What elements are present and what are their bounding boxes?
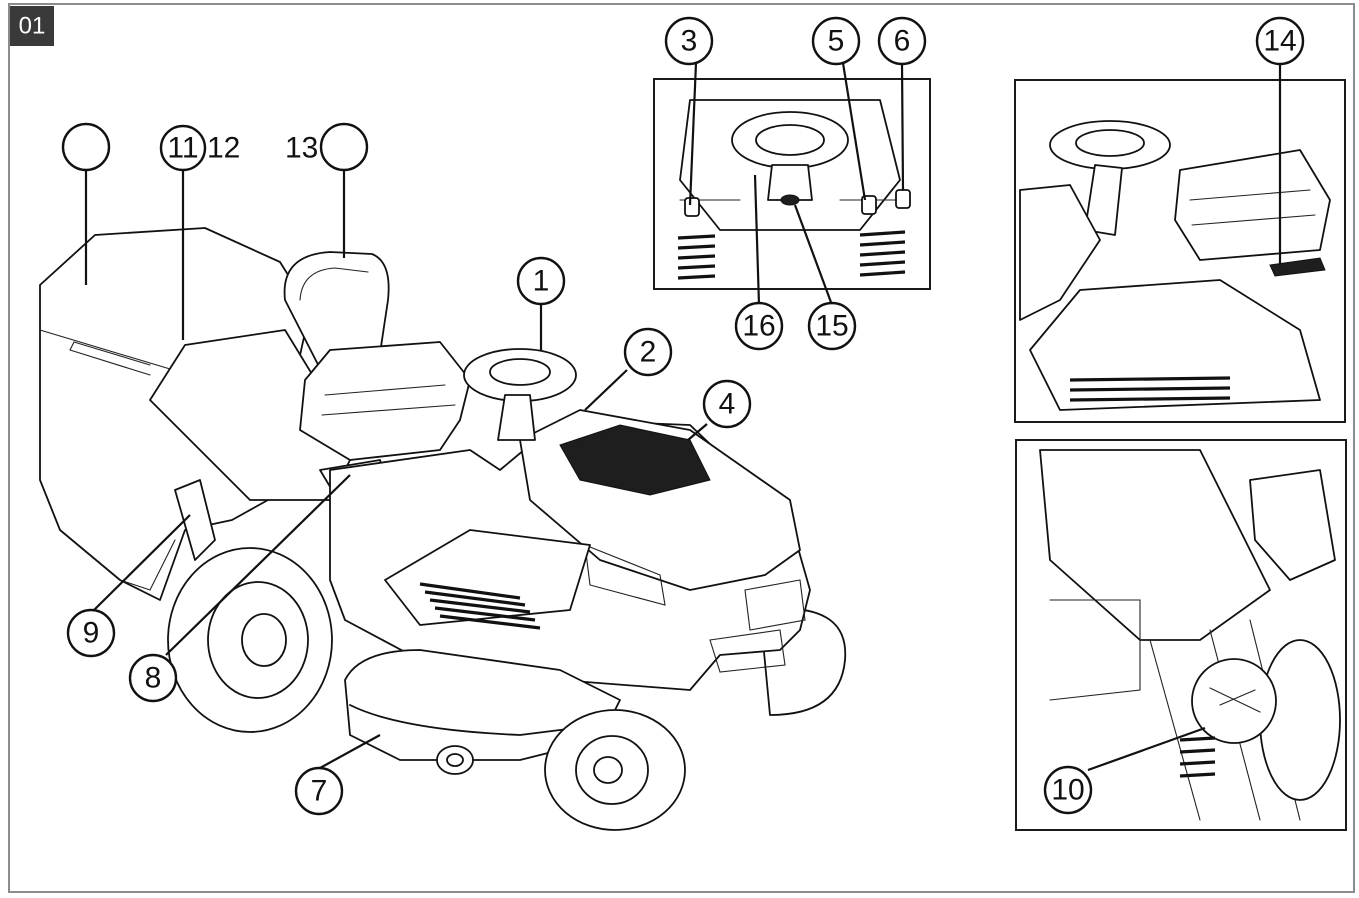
dashboard-grille-left <box>677 234 716 280</box>
callout-14: 14 <box>1255 16 1305 66</box>
leader-lines <box>84 62 1282 772</box>
inset-side-vents <box>1179 736 1216 778</box>
callout-11: 11 <box>159 124 207 172</box>
callout-10-text: 10 <box>1051 774 1084 807</box>
inset-seat-grille <box>1069 376 1231 402</box>
callout-14-text: 14 <box>1263 25 1296 58</box>
callout-blank-a <box>61 122 111 172</box>
callout-15-text: 15 <box>815 310 848 343</box>
diagram-border <box>8 3 1355 893</box>
floor-grille <box>419 582 541 630</box>
callout-8-text: 8 <box>145 662 162 695</box>
callout-16-text: 16 <box>742 310 775 343</box>
callout-2-text: 2 <box>640 336 657 369</box>
detail-highlight-circle <box>1191 658 1277 744</box>
callout-6: 6 <box>877 16 927 66</box>
callout-5-text: 5 <box>828 25 845 58</box>
callout-5: 5 <box>811 16 861 66</box>
callout-9: 9 <box>66 608 116 658</box>
figure-tag-text: 01 <box>19 13 46 40</box>
callout-7-text: 7 <box>311 775 328 808</box>
callout-3-text: 3 <box>681 25 698 58</box>
callout-6-text: 6 <box>894 25 911 58</box>
callout-10: 10 <box>1043 765 1093 815</box>
callout-4: 4 <box>702 379 752 429</box>
tractor-illustration <box>39 227 847 831</box>
label-13: 13 <box>285 132 318 165</box>
callout-16: 16 <box>734 301 784 351</box>
inset-side-detail <box>1015 439 1347 831</box>
callout-1-text: 1 <box>533 265 550 298</box>
callout-8: 8 <box>128 653 178 703</box>
callout-1: 1 <box>516 256 566 306</box>
dashboard-grille-right <box>859 230 906 277</box>
callout-blank-b <box>319 122 369 172</box>
callout-15: 15 <box>807 301 857 351</box>
callout-4-text: 4 <box>719 388 736 421</box>
callout-2: 2 <box>623 327 673 377</box>
callout-9-text: 9 <box>83 617 100 650</box>
callout-11-text: 11 <box>167 132 198 165</box>
callout-7: 7 <box>294 766 344 816</box>
callout-3: 3 <box>664 16 714 66</box>
figure-tag: 01 <box>10 6 54 46</box>
inset-seat-area <box>1014 79 1346 423</box>
label-12: 12 <box>207 132 240 165</box>
inset-dashboard <box>653 78 931 290</box>
